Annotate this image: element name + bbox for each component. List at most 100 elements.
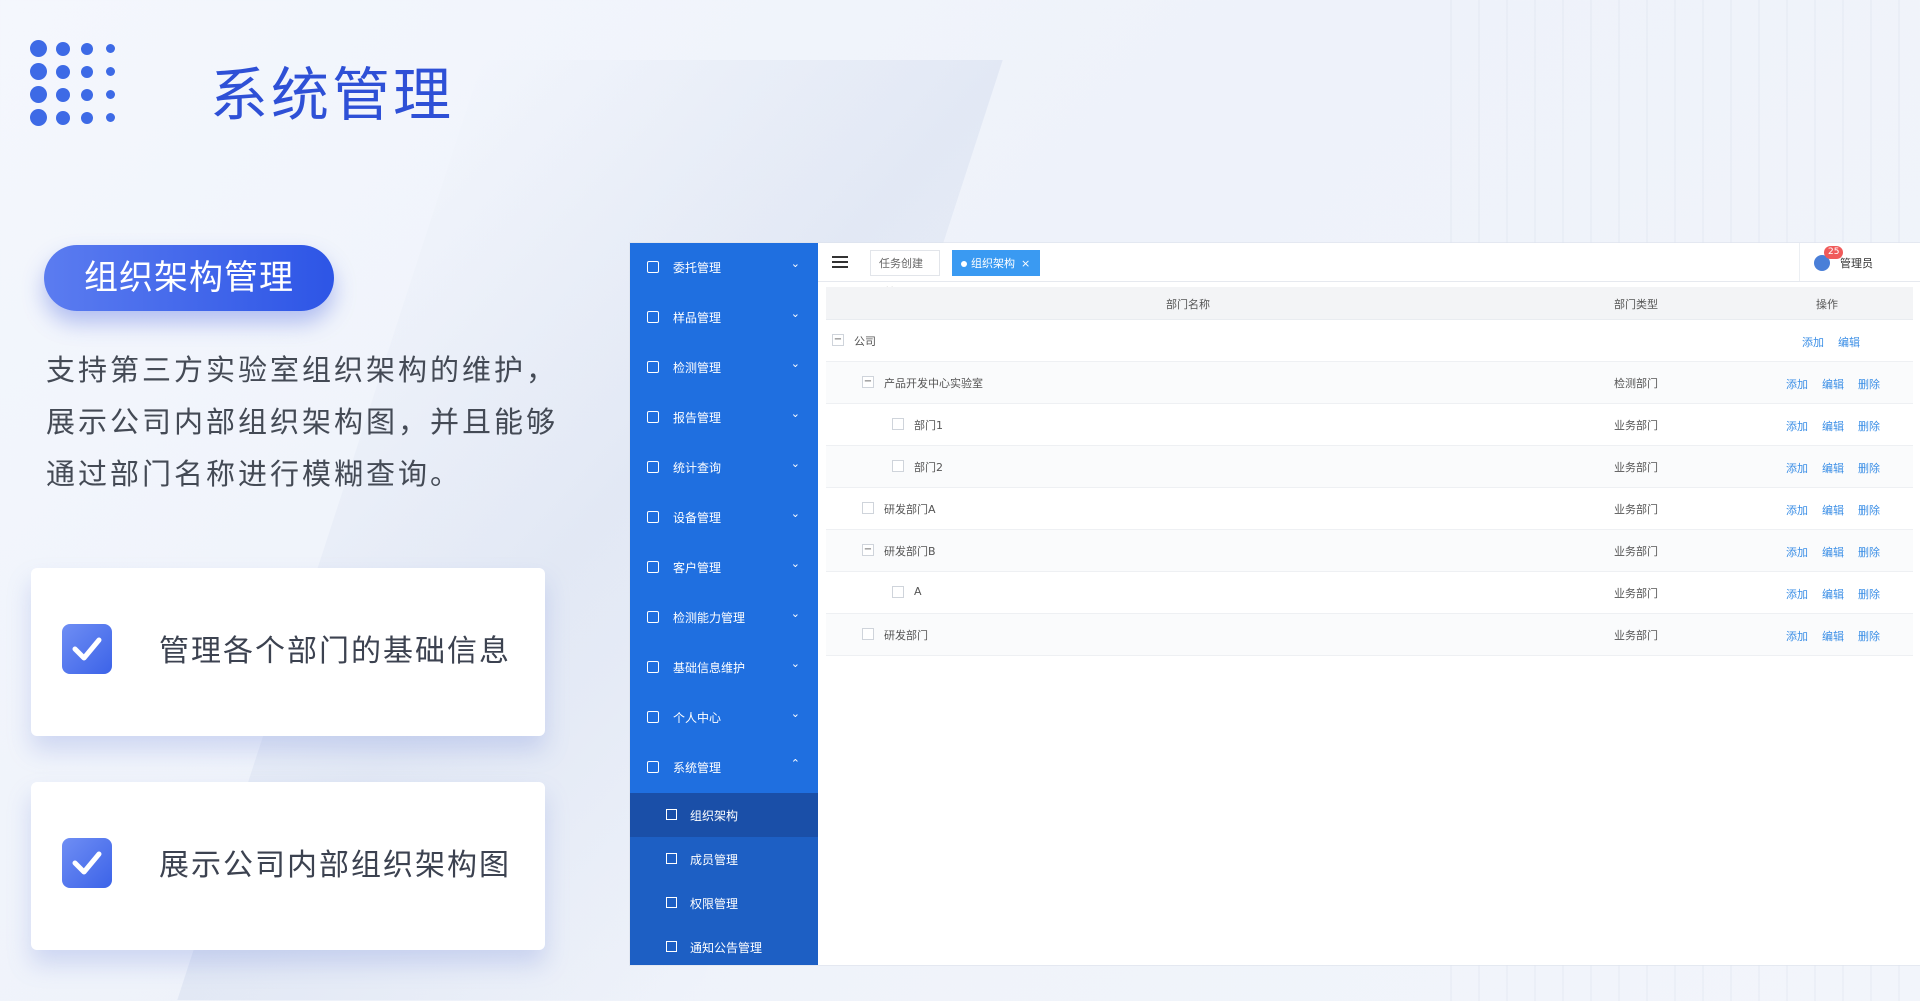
- row-action-link[interactable]: 删除: [1858, 420, 1880, 433]
- submenu-icon: [666, 941, 677, 952]
- row-action-link[interactable]: 删除: [1858, 504, 1880, 517]
- sidebar-item[interactable]: 基础信息维护⌄: [630, 643, 818, 693]
- sidebar-item-label: 基础信息维护: [673, 661, 746, 675]
- logo-dot: [106, 90, 115, 99]
- section-description: 支持第三方实验室组织架构的维护，展示公司内部组织架构图，并且能够通过部门名称进行…: [46, 353, 559, 491]
- table-header: 部门名称 部门类型 操作: [826, 287, 1913, 320]
- collapse-toggle-icon[interactable]: −: [862, 544, 874, 556]
- row-action-link[interactable]: 添加: [1786, 588, 1808, 601]
- row-action-link[interactable]: 编辑: [1822, 420, 1844, 433]
- sidebar-subitem[interactable]: 通知公告管理: [630, 925, 818, 965]
- image-icon: [647, 561, 659, 573]
- dept-name: 公司: [854, 335, 876, 348]
- logo-dot: [106, 44, 115, 53]
- sidebar-subitem-label: 成员管理: [690, 853, 739, 867]
- header-type: 部门类型: [1614, 298, 1658, 311]
- feature-text: 展示公司内部组织架构图: [159, 848, 511, 883]
- tree-leaf-box: [892, 418, 904, 430]
- chevron-down-icon: ⌄: [790, 307, 800, 320]
- sidebar-item-label: 系统管理: [673, 761, 722, 775]
- avatar-icon: [1814, 255, 1830, 271]
- chevron-down-icon: ⌄: [790, 357, 800, 370]
- clock-icon: [647, 461, 659, 473]
- chevron-down-icon: ⌄: [790, 507, 800, 520]
- row-action-link[interactable]: 编辑: [1822, 630, 1844, 643]
- logo-dot: [55, 64, 70, 79]
- top-bar: 任务创建× 组织架构× 25 管理员: [818, 243, 1920, 296]
- sidebar-item[interactable]: 系统管理 ⌃: [630, 743, 818, 793]
- row-action-link[interactable]: 添加: [1786, 462, 1808, 475]
- dept-name: A: [914, 585, 922, 598]
- row-action-link[interactable]: 编辑: [1822, 462, 1844, 475]
- tab-org-structure[interactable]: 组织架构×: [952, 250, 1040, 276]
- chevron-down-icon: ⌄: [790, 557, 800, 570]
- sidebar-item-label: 检测能力管理: [673, 611, 746, 625]
- dept-name: 研发部门B: [884, 545, 936, 558]
- row-action-link[interactable]: 删除: [1858, 462, 1880, 475]
- row-action-link[interactable]: 添加: [1786, 504, 1808, 517]
- user-menu[interactable]: 25 管理员: [1799, 243, 1920, 281]
- sidebar-item[interactable]: 统计查询⌄: [630, 443, 818, 493]
- row-action-link[interactable]: 添加: [1786, 630, 1808, 643]
- row-action-link[interactable]: 编辑: [1822, 378, 1844, 391]
- chevron-down-icon: ⌄: [790, 257, 800, 270]
- tree-leaf-box: [862, 628, 874, 640]
- menu-toggle-icon[interactable]: [832, 256, 848, 268]
- logo-dot: [55, 87, 70, 102]
- collapse-toggle-icon[interactable]: −: [862, 376, 874, 388]
- close-icon[interactable]: ×: [1021, 257, 1031, 270]
- row-action-link[interactable]: 添加: [1786, 546, 1808, 559]
- sidebar-subitem[interactable]: 权限管理: [630, 881, 818, 925]
- sidebar-item[interactable]: 检测管理⌄: [630, 343, 818, 393]
- row-action-link[interactable]: 添加: [1786, 378, 1808, 391]
- app-screenshot: 委托管理⌄样品管理⌄检测管理⌄报告管理⌄统计查询⌄设备管理⌄客户管理⌄检测能力管…: [630, 243, 1920, 965]
- logo-dot: [80, 111, 93, 124]
- header-name: 部门名称: [1166, 298, 1210, 311]
- sidebar-item[interactable]: 设备管理⌄: [630, 493, 818, 543]
- row-action-link[interactable]: 删除: [1858, 378, 1880, 391]
- feature-text: 管理各个部门的基础信息: [159, 634, 511, 669]
- checkbox-checked-icon: [62, 838, 112, 888]
- tab-task-create[interactable]: 任务创建×: [870, 250, 940, 296]
- sidebar-item[interactable]: 个人中心⌄: [630, 693, 818, 743]
- checkbox-checked-icon: [62, 624, 112, 674]
- logo-dot: [30, 86, 47, 103]
- collapse-toggle-icon[interactable]: −: [832, 334, 844, 346]
- logo-dot: [30, 40, 47, 57]
- page-title: 系统管理: [210, 61, 455, 129]
- row-action-link[interactable]: 删除: [1858, 546, 1880, 559]
- row-action-link[interactable]: 编辑: [1838, 336, 1860, 349]
- row-action-link[interactable]: 删除: [1858, 588, 1880, 601]
- sidebar-item[interactable]: 样品管理 ⌄: [630, 293, 818, 343]
- sidebar-subitem[interactable]: 组织架构: [630, 793, 818, 837]
- sidebar-item[interactable]: 客户管理⌄: [630, 543, 818, 593]
- row-action-link[interactable]: 编辑: [1822, 588, 1844, 601]
- box-icon: [647, 661, 659, 673]
- tree-leaf-box: [862, 502, 874, 514]
- feature-card: 展示公司内部组织架构图: [31, 782, 545, 950]
- sample-icon: [647, 311, 659, 323]
- sidebar-item[interactable]: 检测能力管理⌄: [630, 593, 818, 643]
- logo-dot: [80, 88, 93, 101]
- sidebar-item-label: 样品管理: [673, 311, 722, 325]
- gear-icon: [647, 511, 659, 523]
- dept-type: 检测部门: [1614, 377, 1658, 390]
- sidebar-item[interactable]: 委托管理⌄: [630, 243, 818, 293]
- row-action-link[interactable]: 编辑: [1822, 546, 1844, 559]
- row-action-link[interactable]: 编辑: [1822, 504, 1844, 517]
- edit-icon: [647, 261, 659, 273]
- sidebar-subitem-label: 权限管理: [690, 897, 739, 911]
- row-action-link[interactable]: 添加: [1802, 336, 1824, 349]
- header-actions: 操作: [1816, 298, 1838, 311]
- dept-name: 研发部门A: [884, 503, 936, 516]
- row-action-link[interactable]: 删除: [1858, 630, 1880, 643]
- row-action-link[interactable]: 添加: [1786, 420, 1808, 433]
- chevron-up-icon: ⌃: [790, 757, 800, 770]
- sidebar-item[interactable]: 报告管理⌄: [630, 393, 818, 443]
- tab-label: 任务创建: [879, 257, 923, 270]
- sidebar-subitem[interactable]: 成员管理: [630, 837, 818, 881]
